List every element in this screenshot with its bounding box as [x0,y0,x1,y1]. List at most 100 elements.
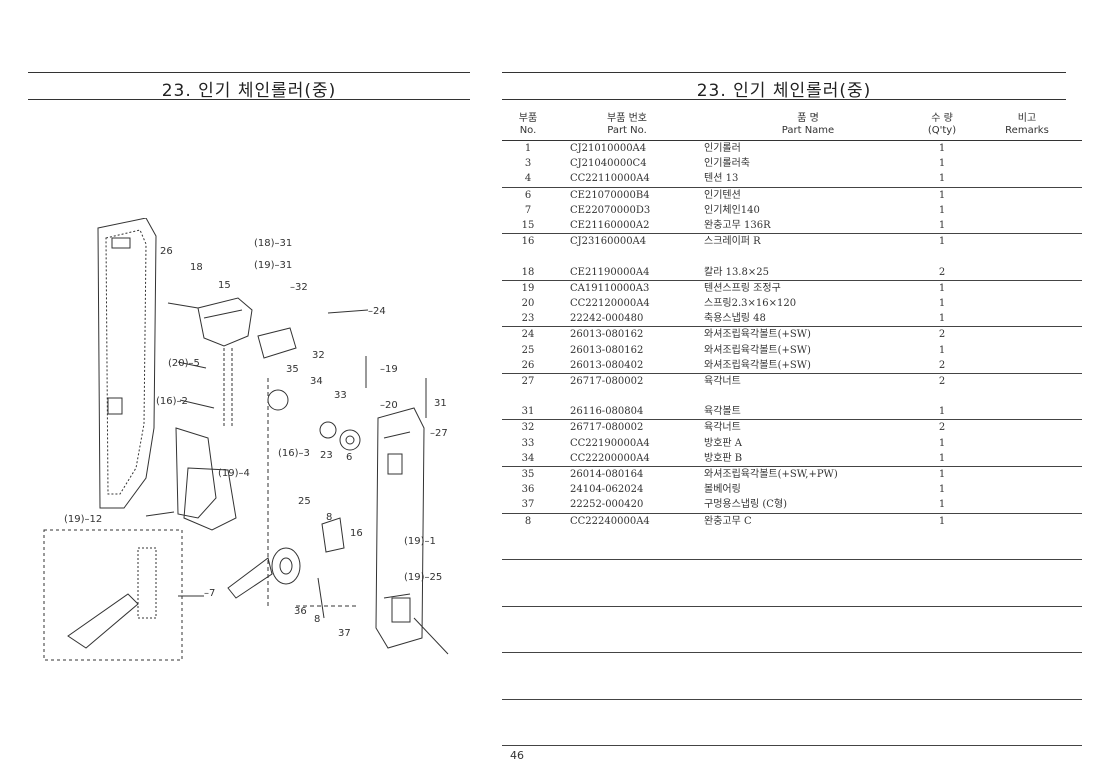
cell-part-name: 육각너트 [704,375,741,387]
cell-part-name: 텐션 13 [684,171,912,188]
cell-part-name: 육각너트 [704,422,741,434]
svg-text:31: 31 [434,398,447,409]
cell-part-no [554,653,684,669]
cell-qty [912,699,972,715]
cell-part-no: 26717-080002 [570,375,644,387]
table-row [502,543,1082,561]
cell-part-name [684,590,912,607]
cell-no [502,715,554,730]
cell-qty: 1 [938,469,946,481]
svg-text:33: 33 [334,390,347,401]
cell-no: 24 [521,329,535,341]
cell-no: 32 [521,422,535,434]
cell-part-name: 인기롤러 [704,143,741,155]
cell-part-name: 와셔조립육각볼트(+SW) [684,357,912,374]
cell-qty: 1 [938,282,946,294]
cell-remarks [972,668,1082,683]
cell-part-name [684,715,912,730]
cell-remarks [972,311,1082,328]
cell-part-name: 스크레이퍼 R [704,236,761,248]
cell-no: 18 [502,264,554,281]
cell-part-name: 와셔조립육각볼트(+SW) [704,329,811,341]
cell-part-no: 26116-080804 [554,404,684,421]
cell-remarks [972,234,1082,250]
svg-text:6: 6 [346,452,352,463]
cell-remarks [972,482,1082,497]
cell-qty: 1 [912,404,972,421]
cell-no: 8 [524,515,532,527]
cell-remarks [972,264,1082,281]
cell-remarks [972,653,1082,669]
cell-qty [912,529,972,544]
cell-no: 36 [521,484,535,496]
svg-text:(20)–5: (20)–5 [168,358,200,369]
cell-no: 20 [521,297,535,309]
svg-text:(19)–12: (19)–12 [64,514,102,525]
table-row [502,389,1082,404]
cell-no [502,653,554,669]
cell-remarks [972,327,1082,343]
table-row [502,637,1082,654]
cell-remarks [972,575,1082,590]
svg-text:35: 35 [286,364,299,375]
cell-part-name: 스프링2.3×16×120 [704,297,797,309]
table-row [502,590,1082,607]
cell-qty: 1 [938,484,946,496]
svg-text:36: 36 [294,606,307,617]
table-row [502,529,1082,544]
cell-part-no [554,575,684,590]
cell-part-name [684,622,912,637]
cell-part-no: 26014-080164 [570,469,644,481]
cell-no [502,606,554,622]
cell-remarks [972,296,1082,311]
cell-part-no: CE22070000D3 [570,204,651,216]
cell-part-no [554,560,684,576]
cell-remarks [972,730,1082,747]
svg-text:32: 32 [312,350,325,361]
cell-no [502,249,554,264]
cell-no [502,668,554,683]
table-row [502,746,1082,762]
cell-no [502,575,554,590]
cell-qty [912,249,972,264]
cell-part-no [554,389,684,404]
cell-remarks [972,606,1082,622]
svg-text:(19)–31: (19)–31 [254,260,292,271]
svg-text:18: 18 [190,262,203,273]
cell-part-no: 24104-062024 [570,484,644,496]
svg-text:16: 16 [350,528,363,539]
cell-qty [912,606,972,622]
cell-part-name: 완충고무 C [704,515,752,527]
cell-no [502,622,554,637]
cell-remarks [972,622,1082,637]
cell-no: 15 [502,217,554,235]
cell-part-no [554,683,684,700]
cell-qty: 1 [938,143,946,155]
cell-qty [912,622,972,637]
cell-part-no [554,699,684,715]
cell-qty [912,715,972,730]
cell-no [502,683,554,700]
cell-remarks [972,249,1082,264]
cell-no: 6 [524,189,532,201]
cell-part-name: 칼라 13.8×25 [684,264,912,281]
cell-part-name [684,575,912,590]
cell-part-name [684,683,912,700]
cell-part-name [684,543,912,561]
cell-part-no [554,606,684,622]
cell-part-name [684,653,912,669]
cell-remarks [972,404,1082,421]
svg-text:–20: –20 [380,400,398,411]
cell-part-no: 26717-080002 [570,422,644,434]
